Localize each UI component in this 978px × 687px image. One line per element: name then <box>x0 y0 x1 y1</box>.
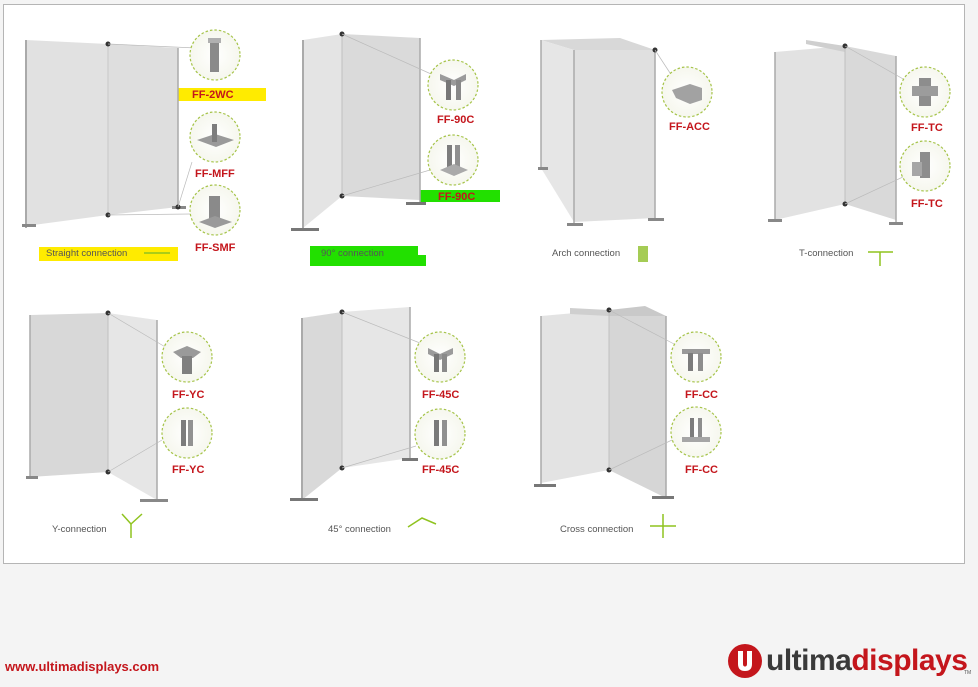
caption-y-connection: Y-connection <box>52 524 107 535</box>
highlight-90-caption-tail <box>412 255 426 266</box>
angle-icon <box>407 517 437 528</box>
t-connection-illustration <box>768 40 951 225</box>
part-label-ff-45c-top: FF-45C <box>422 389 460 401</box>
highlight-straight-caption <box>39 247 178 261</box>
logo-wordmark: ultimadisplays <box>766 644 968 678</box>
highlight-90-caption <box>310 246 418 266</box>
logo-word-ultima: ultima <box>766 644 852 677</box>
part-label-ff-tc-top: FF-TC <box>911 122 943 134</box>
straight-connection-illustration <box>22 29 241 236</box>
ultimadisplays-logo: ultimadisplays TM <box>726 642 971 682</box>
caption-arch-connection: Arch connection <box>552 248 621 259</box>
caption-45-connection: 45° connection <box>328 524 391 535</box>
cross-connection-illustration <box>534 306 722 499</box>
cross-icon <box>650 514 676 538</box>
part-label-ff-acc: FF-ACC <box>669 121 710 133</box>
y-icon <box>121 513 143 538</box>
fortyfive-connection-illustration <box>290 307 466 501</box>
part-label-ff-tc-bottom: FF-TC <box>911 198 943 210</box>
part-label-ff-90c-top: FF-90C <box>437 114 475 126</box>
logo-mark-icon <box>728 644 762 678</box>
panel-illustrations <box>22 29 951 538</box>
part-label-ff-45c-bottom: FF-45C <box>422 464 460 476</box>
arch-connection-illustration <box>538 38 713 226</box>
highlight-ff-2wc <box>177 88 266 101</box>
ninety-connection-illustration <box>291 31 479 231</box>
y-connection-illustration <box>26 310 213 502</box>
caption-straight-connection: Straight connection <box>46 248 128 259</box>
logo-word-displays: displays <box>851 644 968 677</box>
logo-trademark: TM <box>964 670 972 676</box>
part-label-ff-smf: FF-SMF <box>195 242 236 254</box>
t-icon <box>868 251 893 266</box>
part-label-ff-90c-bottom: FF-90C <box>438 191 476 203</box>
part-label-ff-mff: FF-MFF <box>195 168 235 180</box>
part-label-ff-cc-top: FF-CC <box>685 389 718 401</box>
website-link[interactable]: www.ultimadisplays.com <box>5 659 160 674</box>
bar-icon <box>638 246 648 262</box>
caption-90-connection: 90° connection <box>321 248 384 259</box>
part-label-ff-yc-top: FF-YC <box>172 389 205 401</box>
caption-t-connection: T-connection <box>799 248 854 259</box>
part-label-ff-2wc: FF-2WC <box>192 89 234 101</box>
part-label-ff-cc-bottom: FF-CC <box>685 464 718 476</box>
highlight-ff-90c <box>420 190 500 202</box>
caption-cross-connection: Cross connection <box>560 524 634 535</box>
part-label-ff-yc-bottom: FF-YC <box>172 464 205 476</box>
